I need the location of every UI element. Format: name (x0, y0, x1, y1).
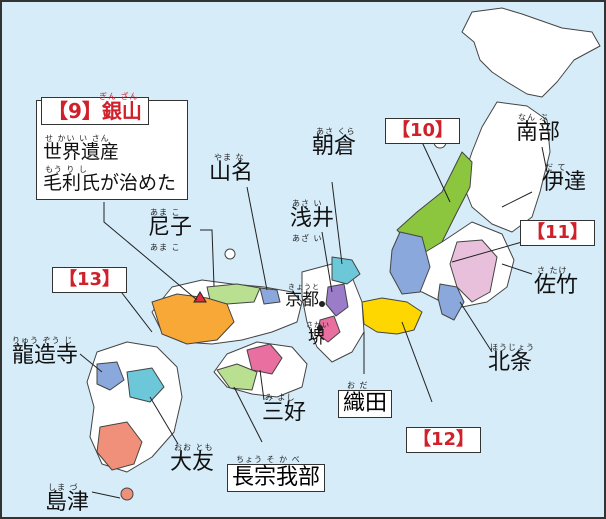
region-tajima (259, 287, 281, 305)
label-yamana: 山名 (209, 160, 254, 185)
ryuzoji-ruby: りゅう ぞう じ (12, 336, 74, 345)
sakai-ruby: さかい (306, 321, 330, 329)
region-satsuma (96, 421, 143, 471)
azai-ruby-bottom: あざ い (292, 234, 323, 243)
leader-shimazu (91, 491, 121, 499)
region-bungo (126, 367, 165, 403)
leader-callout (103, 202, 198, 301)
leader-miyoshi (259, 369, 265, 401)
leader-date (501, 191, 533, 208)
callout-title-text: 銀山 (101, 99, 142, 123)
callout-title-ruby: ぎん ざん (99, 92, 139, 101)
label-oda: 織田 (338, 390, 393, 418)
label-ryuzoji: 龍造寺 (12, 343, 79, 368)
tohoku-land (461, 101, 551, 233)
region-awa (246, 343, 283, 375)
amago-ruby-bottom: あま こ (150, 243, 181, 252)
chosokabe-ruby: ちょう そ か べ (236, 455, 301, 464)
label-sakai: 堺 (308, 328, 325, 348)
leader-otomo (149, 396, 179, 445)
ginzan-callout: 【9】銀山 ぎん ざん せ かい い さん 世界遺産 もう り し 毛利氏が治め… (36, 92, 188, 200)
callout-line1: 世界遺産 (43, 141, 120, 163)
label-shimazu: 島津 (45, 490, 90, 515)
asakura-ruby: あさ くら (316, 127, 356, 136)
kyoto-marker (319, 301, 325, 307)
region-izu (437, 283, 465, 321)
label-otomo: 大友 (170, 450, 215, 475)
callout-line2: 毛利氏が治めた (43, 172, 177, 194)
satake-ruby: さ たけ (537, 266, 568, 275)
yamana-ruby: やま な (214, 153, 245, 162)
leader-azai (321, 231, 333, 293)
callout-title-num: 【9】 (48, 99, 102, 123)
callout-title: 【9】銀山 (41, 97, 149, 125)
label-amago: 尼子 (148, 215, 193, 240)
label-satake: 佐竹 (534, 273, 579, 298)
leader-11 (451, 241, 523, 263)
label-azai: 浅井 (290, 206, 335, 231)
sakai-marker (317, 325, 323, 331)
leader-ryuzoji (79, 353, 103, 373)
region-aki (151, 293, 235, 345)
leader-12 (401, 321, 433, 403)
island-oki (224, 248, 236, 260)
leader-nanbu (541, 146, 548, 173)
label-date: 伊達 (542, 170, 587, 195)
region-settsu (317, 315, 341, 343)
leader-10 (421, 141, 451, 203)
region-owari (361, 297, 423, 335)
leader-yamana (246, 186, 268, 291)
hojo-ruby: ほうじょう (490, 343, 535, 352)
label-10: 【10】 (385, 118, 461, 144)
region-hizen (96, 361, 125, 391)
hokkaido-land (461, 7, 601, 98)
leader-satake (501, 263, 533, 275)
oda-ruby: お だ (347, 381, 369, 390)
label-chosokabe: 長宗我部 (227, 464, 326, 492)
region-sagami (449, 239, 498, 303)
shimazu-ruby: しま づ (48, 483, 79, 492)
region-echizen (331, 256, 361, 285)
label-miyoshi: 三好 (262, 400, 307, 425)
leader-asakura (331, 181, 343, 265)
leader-amago (200, 229, 215, 287)
island-tanegashima (120, 487, 134, 501)
otomo-ruby: おお とも (174, 443, 214, 452)
label-11: 【11】 (520, 220, 596, 246)
region-kai (389, 231, 431, 295)
miyoshi-ruby: み よし (265, 393, 296, 402)
date-ruby: だ て (545, 163, 567, 172)
label-hojo: 北条 (488, 350, 533, 375)
amago-ruby-top: あま こ (150, 208, 181, 217)
label-kyoto: 京都 (285, 290, 319, 310)
azai-ruby-top: あさ い (292, 199, 323, 208)
callout-line2-ruby: もう り し (45, 165, 88, 174)
label-12: 【12】 (406, 427, 482, 453)
label-13: 【13】 (52, 267, 128, 293)
label-nanbu: 南部 (516, 120, 561, 145)
kyoto-ruby: きょうと (288, 283, 320, 291)
label-asakura: 朝倉 (312, 134, 357, 159)
nanbu-ruby: なん ぶ (518, 113, 549, 122)
leader-chosokabe (233, 386, 263, 443)
leader-hojo (459, 301, 493, 353)
region-tosa (216, 363, 258, 391)
callout-line1-ruby: せ かい い さん (45, 134, 110, 143)
